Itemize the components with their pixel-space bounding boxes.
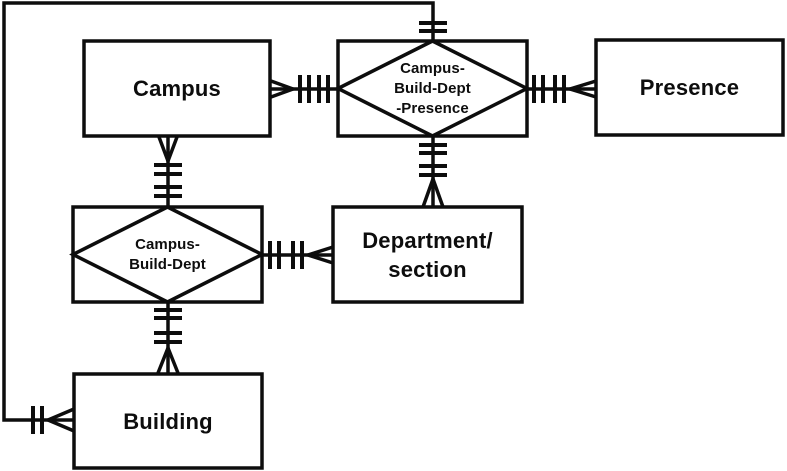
connector-cbdp-to-department [419,136,447,208]
connector-cbd-to-department [262,241,334,269]
relationship-diamond-cbdp [334,39,531,138]
entity-box-building [72,372,264,470]
double-bar-icon [532,75,566,103]
entity-box-campus [82,39,272,138]
entity-box-presence [594,38,785,137]
connector-cbdp-to-building-around-left [2,1,447,434]
crows-foot-icon [421,173,445,208]
relationship-box-cbd [71,205,264,304]
crows-foot-icon [156,343,180,374]
crows-foot-icon [157,136,179,166]
relationship-diamond-cbd [69,205,266,304]
connector-cbd-to-building [154,302,182,374]
connector-campus-to-cbdp [270,75,338,103]
entity-box-department [331,205,524,304]
double-bar-icon [419,21,447,33]
crows-foot-icon [564,79,597,99]
double-bar-icon [298,75,330,103]
connector-line [2,1,435,422]
crows-foot-icon [43,407,75,433]
crows-foot-icon [302,245,334,265]
crows-foot-icon [270,79,299,99]
double-bar-icon [154,163,182,198]
connector-campus-to-cbd [154,136,182,207]
double-bar-icon [419,143,447,177]
double-bar-icon [31,406,44,434]
double-bar-icon [268,241,304,269]
connector-cbdp-to-presence [527,75,597,103]
relationship-box-cbdp [336,39,529,138]
double-bar-icon [154,308,182,344]
